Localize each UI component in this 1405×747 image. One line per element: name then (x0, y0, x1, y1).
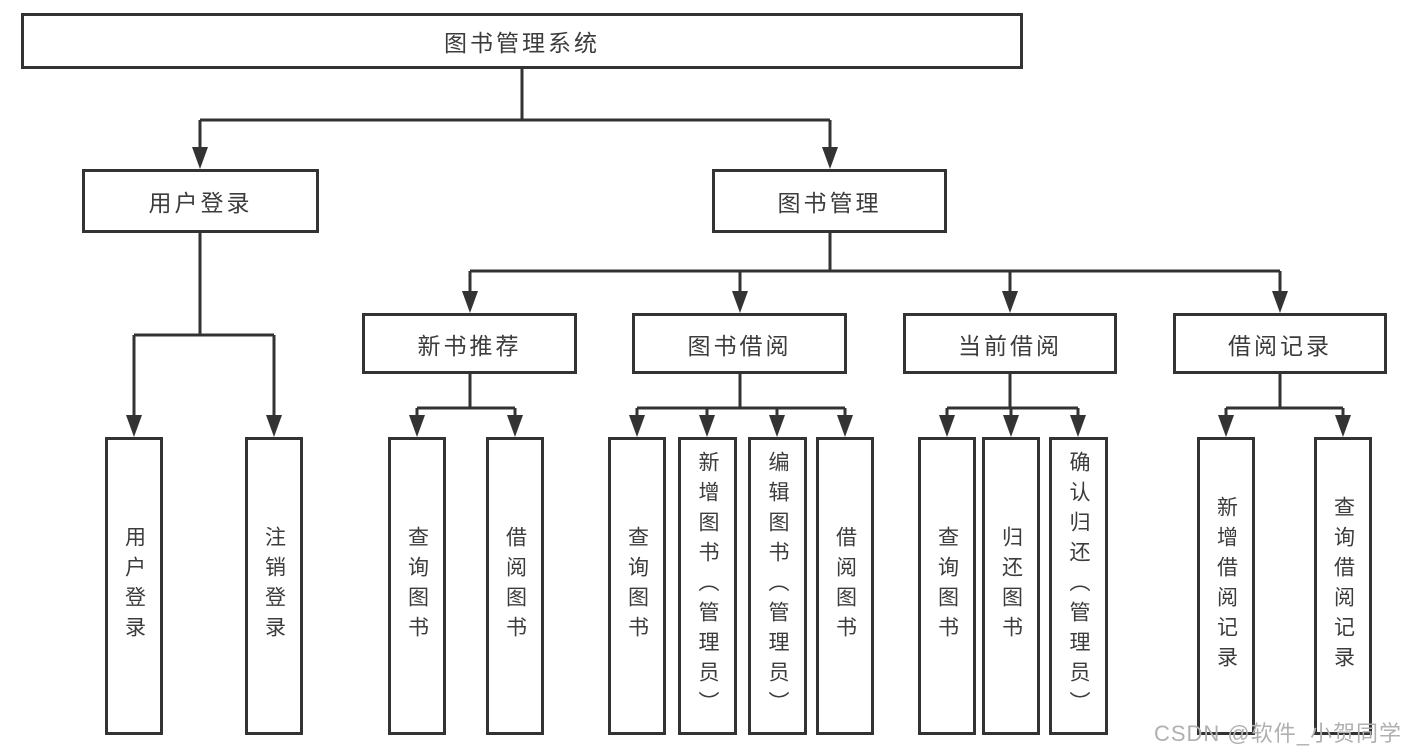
leaf-current-confirm-label: 确认归还（管理员） (1067, 451, 1090, 721)
leaf-borrow-add: 新增图书（管理员） (678, 437, 737, 735)
leaf-user-login: 用户登录 (105, 437, 163, 735)
leaf-records-add-label: 新增借阅记录 (1214, 496, 1238, 676)
leaf-newbook-query-label: 查询图书 (405, 526, 429, 646)
leaf-logout-label: 注销登录 (262, 526, 286, 646)
node-book-management: 图书管理 (712, 169, 947, 233)
leaf-borrow-borrow: 借阅图书 (816, 437, 874, 735)
leaf-newbook-borrow-label: 借阅图书 (503, 526, 527, 646)
node-book-management-label: 图书管理 (777, 190, 882, 216)
leaf-current-return-label: 归还图书 (999, 526, 1023, 646)
node-book-borrow-label: 图书借阅 (687, 332, 792, 359)
node-borrow-records-label: 借阅记录 (1228, 332, 1332, 359)
leaf-borrow-query-label: 查询图书 (625, 526, 649, 646)
leaf-records-add: 新增借阅记录 (1197, 437, 1255, 735)
leaf-borrow-borrow-label: 借阅图书 (833, 526, 857, 646)
leaf-user-login-label: 用户登录 (122, 526, 146, 646)
node-user-login: 用户登录 (82, 169, 319, 233)
leaf-newbook-query: 查询图书 (388, 437, 446, 735)
leaf-records-query-label: 查询借阅记录 (1331, 496, 1355, 676)
leaf-current-query: 查询图书 (918, 437, 976, 735)
node-borrow-records: 借阅记录 (1173, 313, 1387, 374)
node-user-login-label: 用户登录 (148, 190, 253, 216)
leaf-current-query-label: 查询图书 (935, 526, 959, 646)
leaf-borrow-edit-label: 编辑图书（管理员） (766, 451, 789, 721)
leaf-current-confirm: 确认归还（管理员） (1049, 437, 1108, 735)
node-library-system: 图书管理系统 (21, 13, 1023, 69)
node-library-system-label: 图书管理系统 (444, 30, 600, 56)
csdn-watermark: CSDN @软件_小贺同学 (1153, 721, 1402, 746)
leaf-newbook-borrow: 借阅图书 (486, 437, 544, 735)
arrowheads (126, 147, 1351, 437)
node-new-book-recommend: 新书推荐 (362, 313, 577, 374)
node-current-borrow: 当前借阅 (903, 313, 1117, 374)
leaf-logout: 注销登录 (245, 437, 303, 735)
leaf-borrow-query: 查询图书 (608, 437, 666, 735)
leaf-records-query: 查询借阅记录 (1314, 437, 1372, 735)
leaf-borrow-edit: 编辑图书（管理员） (748, 437, 807, 735)
node-current-borrow-label: 当前借阅 (958, 332, 1062, 359)
leaf-borrow-add-label: 新增图书（管理员） (696, 451, 719, 721)
node-new-book-recommend-label: 新书推荐 (417, 332, 522, 359)
node-book-borrow: 图书借阅 (632, 313, 847, 374)
leaf-current-return: 归还图书 (982, 437, 1040, 735)
